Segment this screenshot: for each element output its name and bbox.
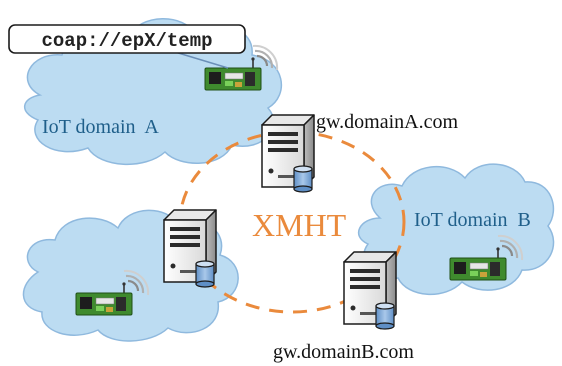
domain-b-label: IoT domain B [414, 209, 531, 231]
gateway-a-hostname: gw.domainA.com [316, 111, 458, 133]
gateway-b-hostname: gw.domainB.com [273, 341, 414, 363]
server-icon [163, 209, 217, 288]
domain-a-label: IoT domain A [42, 116, 159, 138]
uri-callout-box [8, 24, 246, 54]
xmht-label: XMHT [252, 207, 347, 243]
uri-label: coap://epX/temp [41, 30, 212, 52]
uri-callout-connector [174, 51, 229, 69]
gateway-a-server-icon [261, 114, 315, 193]
gateway-b-server-icon [343, 251, 397, 330]
